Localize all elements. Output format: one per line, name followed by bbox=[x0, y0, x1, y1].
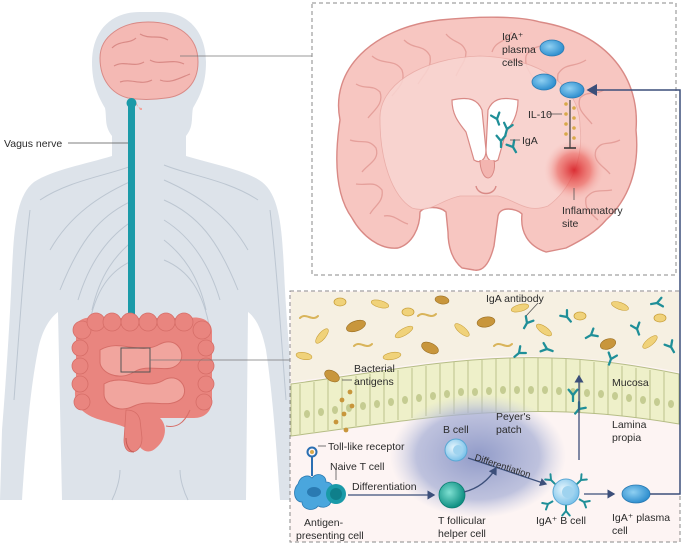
iga-plasma-cells-label-line2: plasma bbox=[502, 44, 536, 56]
inflammatory-site-label-line1: Inflammatory bbox=[562, 205, 623, 217]
iga-plasma-cell-label-line1: IgA⁺ plasma bbox=[612, 512, 670, 524]
peyers-patch-label-line2: patch bbox=[496, 424, 522, 436]
inflammatory-site-label-line2: site bbox=[562, 218, 579, 230]
differentiation-label: Differentiation bbox=[352, 481, 417, 493]
bacterial-antigens-label-line1: Bacterial bbox=[354, 363, 395, 375]
brain-panel: IgA Inflammatory site IL-10 IgA⁺ plasma … bbox=[312, 3, 676, 275]
lamina-propia-label-line2: propia bbox=[612, 432, 641, 444]
il10-label: IL-10 bbox=[528, 109, 552, 121]
iga-label: IgA bbox=[522, 135, 538, 147]
tfh-label-line1: T follicular bbox=[438, 515, 486, 527]
vagus-nerve bbox=[127, 98, 137, 338]
tfh-label-line2: helper cell bbox=[438, 528, 486, 540]
peyers-patch-label-line1: Peyer's bbox=[496, 411, 531, 423]
lamina-propia-label-line1: Lamina bbox=[612, 419, 647, 431]
gut-panel: IgA antibody Bacterial antigens Mucosa L… bbox=[290, 291, 680, 542]
antigen-presenting-cell-label-line2: presenting cell bbox=[296, 530, 364, 542]
toll-like-receptor-label: Toll-like receptor bbox=[328, 441, 405, 453]
iga-plasma-cells-label-line1: IgA⁺ bbox=[502, 31, 524, 43]
iga-b-cell-label: IgA⁺ B cell bbox=[536, 515, 586, 527]
vagus-nerve-label: Vagus nerve bbox=[4, 138, 62, 150]
bacterial-antigens-label-line2: antigens bbox=[354, 376, 394, 388]
iga-plasma-cells-label-line3: cells bbox=[502, 57, 523, 69]
b-cell-label: B cell bbox=[443, 424, 469, 436]
antigen-presenting-cell-label-line1: Antigen- bbox=[304, 517, 344, 529]
mucosa-label: Mucosa bbox=[612, 377, 649, 389]
iga-antibody-label: IgA antibody bbox=[486, 293, 545, 305]
iga-plasma-cell-gut bbox=[622, 485, 650, 503]
t-follicular-helper-cell bbox=[439, 482, 465, 508]
iga-plasma-cell-label-line2: cell bbox=[612, 525, 628, 537]
vagus-nerve-label-group: Vagus nerve bbox=[4, 138, 128, 150]
naive-t-cell-label: Naive T cell bbox=[330, 461, 384, 473]
